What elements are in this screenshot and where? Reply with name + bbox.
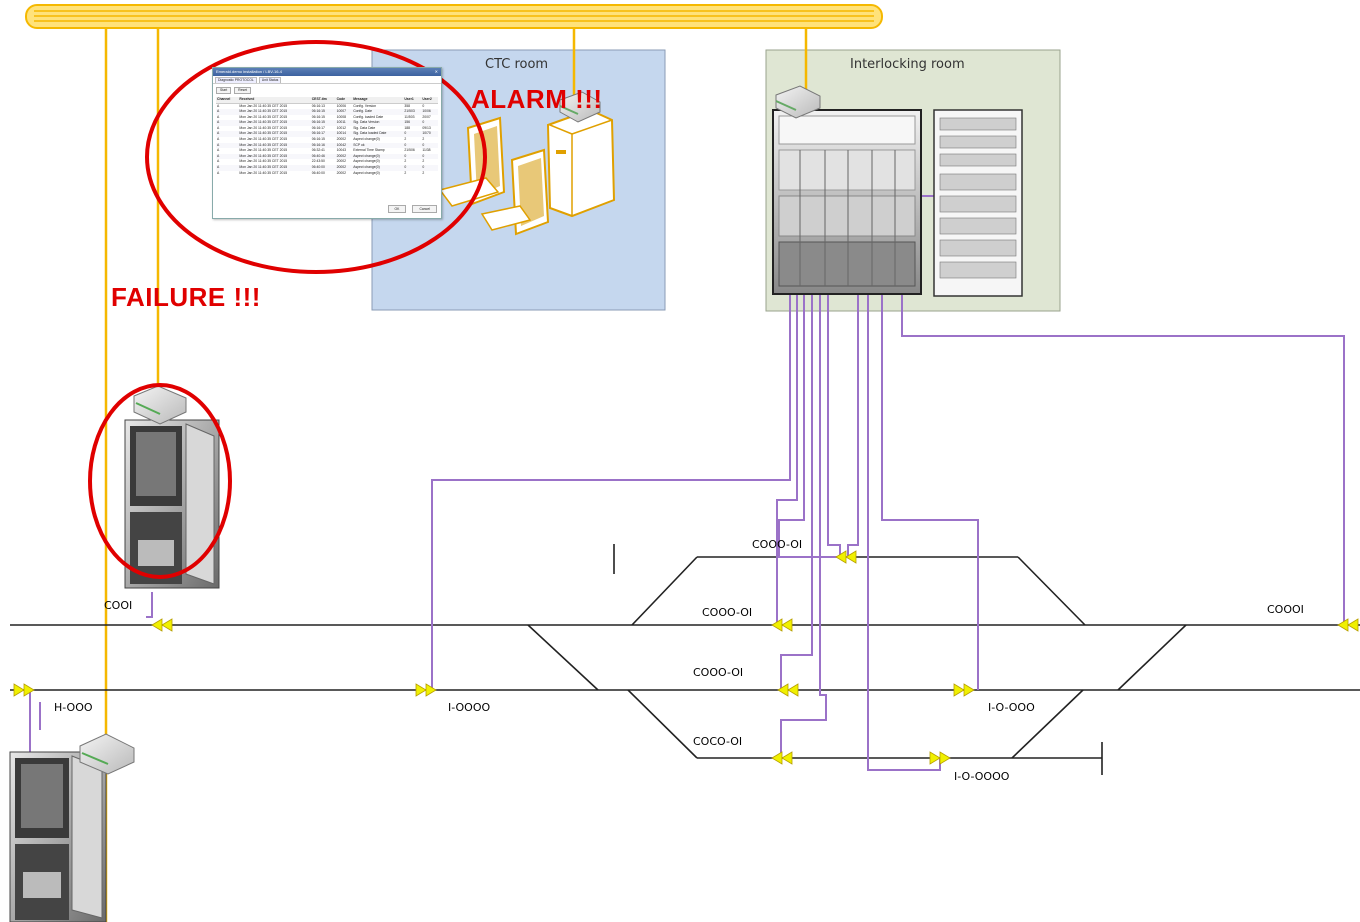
ok-button[interactable]: OK <box>388 205 407 213</box>
signal-label: I-O-OOO <box>988 701 1035 714</box>
signal-label: COOO-OI <box>702 606 752 619</box>
signal-label: I-O-OOOO <box>954 770 1010 783</box>
interlocking-rack <box>773 86 1022 296</box>
close-icon[interactable]: ✕ <box>435 68 438 76</box>
interlocking-room-title: Interlocking room <box>850 57 965 72</box>
table-cell: 2 <box>421 171 438 177</box>
trackside-cabinet <box>10 734 134 922</box>
dialog-titlebar: Emerald.demo installation / LBV-16-4 ✕ <box>213 68 441 76</box>
start-button[interactable]: Start <box>216 87 231 94</box>
table-cell: Aspect change(0) <box>352 171 403 177</box>
cancel-button[interactable]: Cancel <box>412 205 437 213</box>
table-cell: 20002 <box>336 171 353 177</box>
dialog-footer: OK Cancel <box>388 205 437 213</box>
diagnostic-table: Channel Received CEST-tim Code Message U… <box>216 97 438 176</box>
diagnostic-dialog: Emerald.demo installation / LBV-16-4 ✕ D… <box>212 67 442 219</box>
signal-label: COCO-OI <box>693 735 742 748</box>
table-cell: Mon Jan 20 11:40:35 CET 2015 <box>238 171 310 177</box>
signal-label: H-OOO <box>54 701 93 714</box>
trackside-cabinet-failed <box>125 386 219 588</box>
dialog-tabs: Diagnostic PROTOCOL Unit Status <box>213 76 441 84</box>
diagnostic-table-body: AMon Jan 20 11:40:35 CET 201506:16:13100… <box>216 103 438 176</box>
signal-label: COOOI <box>1267 603 1304 616</box>
signal-label: COOO-OI <box>693 666 743 679</box>
table-cell: 2 <box>403 171 421 177</box>
tab-diagnostic-protocol[interactable]: Diagnostic PROTOCOL <box>215 77 257 83</box>
table-cell: A <box>216 171 238 177</box>
dialog-title: Emerald.demo installation / LBV-16-4 <box>216 69 282 74</box>
table-cell: 06:40:00 <box>311 171 336 177</box>
ctc-room-title: CTC room <box>485 57 548 72</box>
signal-label: COOI <box>104 599 132 612</box>
signal-label: I-OOOO <box>448 701 490 714</box>
reset-button[interactable]: Reset <box>234 87 251 94</box>
alarm-label: ALARM !!! <box>471 84 603 115</box>
signal-label: COOO-OI <box>752 538 802 551</box>
failure-label: FAILURE !!! <box>111 282 261 313</box>
dialog-toolbar: Start Reset <box>213 84 441 97</box>
tab-unit-status[interactable]: Unit Status <box>259 77 282 83</box>
